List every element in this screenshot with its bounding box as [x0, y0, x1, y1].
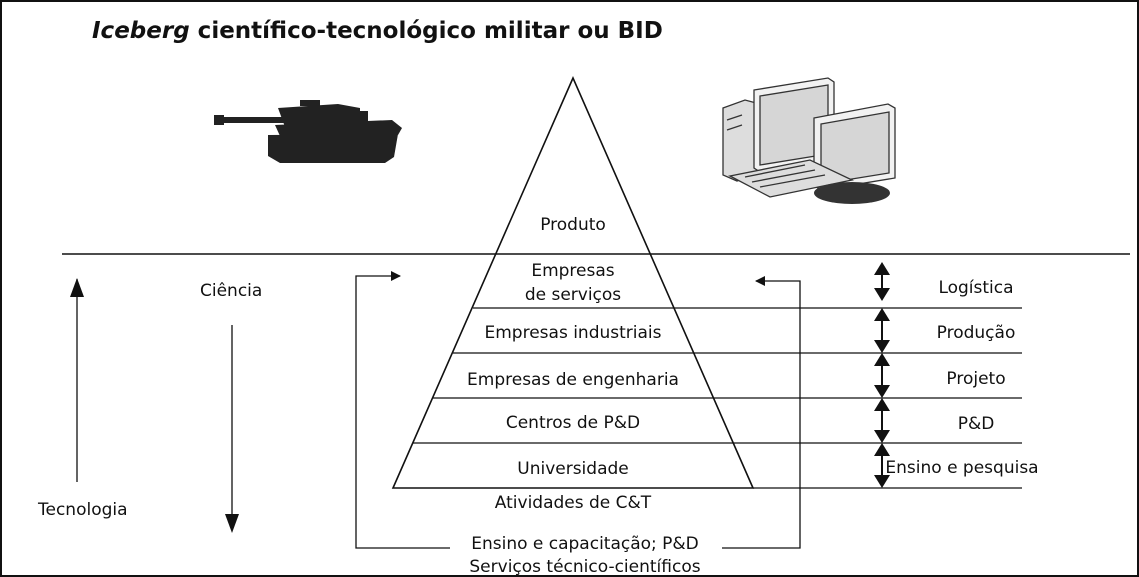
bottom-line-1: Ensino e capacitação; P&D [471, 534, 699, 554]
double-arrow-3 [874, 353, 890, 398]
double-arrow-1 [874, 262, 890, 301]
computer-icon [722, 77, 896, 204]
pyramid-outline [391, 76, 755, 489]
title-rest: científico-tecnológico militar ou BID [189, 18, 663, 44]
apex-label: Produto [540, 215, 606, 235]
double-arrow-2 [874, 308, 890, 353]
title-italic: Iceberg [92, 18, 190, 44]
right-label-projeto: Projeto [946, 369, 1005, 389]
right-label-ensino: Ensino e pesquisa [885, 458, 1038, 478]
right-label-producao: Produção [937, 323, 1016, 343]
ciencia-arrow-head [225, 514, 239, 533]
level-1-line-1: Empresas [531, 261, 614, 281]
level-1-line-2: de serviços [525, 285, 621, 305]
diagram-title: Iceberg científico-tecnológico militar o… [92, 18, 663, 44]
tecnologia-label: Tecnologia [37, 500, 128, 520]
ciencia-label: Ciência [200, 281, 262, 301]
right-label-logistica: Logística [938, 278, 1013, 298]
level-5-label: Universidade [517, 459, 629, 479]
base-label: Atividades de C&T [495, 493, 652, 513]
feedback-loop-left [355, 271, 450, 549]
double-arrows [874, 262, 890, 488]
double-arrow-4 [874, 398, 890, 443]
level-2-label: Empresas industriais [485, 323, 662, 343]
bottom-line-2: Serviços técnico-científicos [469, 557, 700, 577]
level-4-label: Centros de P&D [506, 413, 640, 433]
right-label-pd: P&D [958, 414, 995, 434]
level-3-label: Empresas de engenharia [467, 370, 679, 390]
double-arrow-5 [874, 443, 890, 488]
feedback-loop-right [722, 276, 801, 549]
tecnologia-arrow-head [70, 278, 84, 297]
tank-icon [214, 100, 402, 163]
